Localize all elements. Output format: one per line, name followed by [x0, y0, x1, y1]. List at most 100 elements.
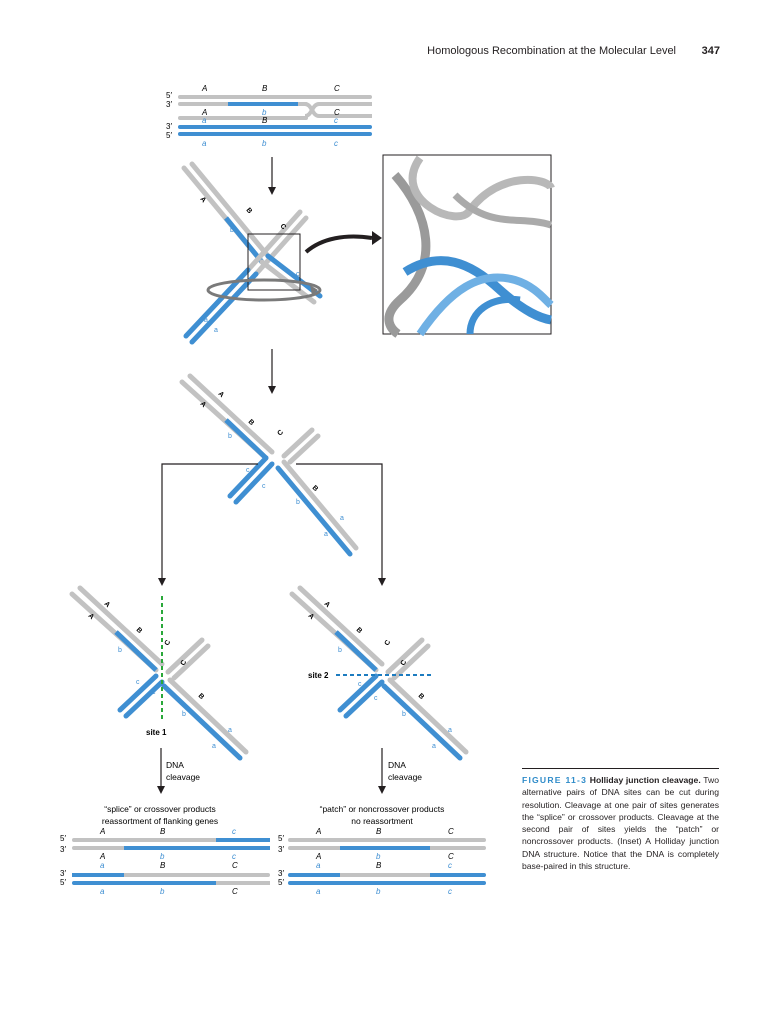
rotation-arrow	[206, 278, 322, 302]
svg-text:A: A	[217, 390, 226, 399]
inset-arrow	[304, 234, 373, 254]
svg-text:A: A	[323, 600, 332, 609]
splice-heading-1: “splice” or crossover products	[104, 804, 215, 814]
patch-products: 5′ 3′ A B C A b C a B c 3′ 5′ a b c	[278, 827, 486, 896]
cleavage-label-right-1: DNA	[388, 760, 406, 770]
svg-text:b: b	[376, 852, 381, 861]
branch-arrow-right	[296, 463, 386, 586]
gene-A-2: A	[201, 108, 207, 117]
svg-text:b: b	[118, 647, 122, 654]
gene-c-3: c	[334, 116, 338, 125]
svg-text:a: a	[324, 531, 328, 538]
gene-a-3: a	[202, 116, 207, 125]
svg-text:b: b	[160, 852, 165, 861]
gene-a-4: a	[202, 139, 207, 148]
svg-text:3′: 3′	[278, 845, 284, 854]
caption-rule	[522, 768, 719, 769]
label-3prime-bot: 3′	[166, 122, 172, 131]
svg-text:B: B	[160, 861, 166, 870]
label-5prime-bot: 5′	[166, 131, 172, 140]
cleavage-label-right-2: cleavage	[388, 772, 422, 782]
svg-text:A: A	[99, 827, 105, 836]
svg-text:b: b	[160, 887, 165, 896]
inset-molecular-view	[382, 154, 555, 338]
svg-text:C: C	[232, 887, 238, 896]
figure-caption: FIGURE 11-3 Holliday junction cleavage. …	[522, 774, 719, 872]
svg-text:c: c	[374, 695, 378, 702]
strand-bot-3	[178, 132, 372, 136]
strand-top-2-blue	[228, 102, 298, 106]
junction-site2: site 2 A A B C C b c c B b a a	[289, 585, 469, 761]
svg-text:3′: 3′	[278, 869, 284, 878]
label-3prime-top: 3′	[166, 100, 172, 109]
svg-text:a: a	[448, 727, 452, 734]
junction-open: A A B C b c c B b a a	[179, 373, 359, 557]
svg-text:a: a	[340, 515, 344, 522]
site2-label: site 2	[308, 671, 329, 680]
svg-text:a: a	[316, 861, 321, 870]
strand-bot-1	[178, 116, 308, 120]
svg-text:B: B	[160, 827, 166, 836]
inset-box	[247, 233, 301, 291]
svg-text:B: B	[311, 484, 320, 493]
strand-bot-2	[178, 125, 372, 129]
figure-number: FIGURE 11-3	[522, 775, 588, 785]
svg-text:b: b	[228, 433, 232, 440]
svg-text:B: B	[376, 861, 382, 870]
svg-text:A: A	[103, 600, 112, 609]
svg-text:c: c	[232, 852, 236, 861]
gene-B-3: B	[262, 116, 268, 125]
cleavage-label-left-1: DNA	[166, 760, 184, 770]
svg-text:B: B	[135, 626, 144, 635]
label-5prime-top: 5′	[166, 91, 172, 100]
svg-text:5′: 5′	[278, 878, 284, 887]
svg-text:C: C	[164, 639, 173, 647]
svg-text:a: a	[100, 887, 105, 896]
svg-text:B: B	[376, 827, 382, 836]
svg-text:5′: 5′	[60, 834, 66, 843]
svg-text:C: C	[448, 827, 454, 836]
svg-text:A: A	[315, 827, 321, 836]
svg-text:C: C	[448, 852, 454, 861]
branch-arrow-left	[158, 463, 258, 586]
gene-C: C	[334, 84, 340, 93]
junction-site1: site 1 A A B C C b c c B b a a	[69, 585, 249, 761]
svg-text:C: C	[400, 659, 409, 667]
crossover-gray-2	[304, 102, 372, 118]
svg-text:A: A	[198, 196, 207, 204]
figure-title: Holliday junction cleavage.	[589, 775, 701, 785]
svg-text:C: C	[276, 429, 285, 438]
junction-rotating: A B C b c a a	[181, 161, 323, 345]
svg-text:A: A	[87, 612, 96, 621]
svg-text:A: A	[199, 400, 208, 409]
svg-text:A: A	[307, 612, 316, 621]
svg-text:3′: 3′	[60, 869, 66, 878]
cleavage-label-left-2: cleavage	[166, 772, 200, 782]
svg-text:c: c	[262, 483, 266, 490]
page-number: 347	[701, 45, 720, 57]
svg-text:c: c	[296, 271, 300, 278]
svg-text:a: a	[432, 743, 436, 750]
gene-C-2: C	[334, 108, 340, 117]
svg-text:c: c	[246, 467, 250, 474]
gene-b-2: b	[262, 108, 267, 117]
gene-b-4: b	[262, 139, 267, 148]
svg-text:a: a	[228, 727, 232, 734]
svg-text:B: B	[417, 692, 426, 701]
svg-text:b: b	[376, 887, 381, 896]
caption-text: Two alternative pairs of DNA sites can b…	[522, 775, 720, 872]
svg-text:B: B	[244, 207, 253, 215]
svg-text:b: b	[338, 647, 342, 654]
svg-text:B: B	[197, 692, 206, 701]
strand-top-1	[178, 95, 372, 99]
svg-text:a: a	[212, 743, 216, 750]
patch-heading-2: no reassortment	[351, 816, 413, 826]
svg-text:c: c	[448, 887, 452, 896]
gene-B: B	[262, 84, 268, 93]
svg-text:5′: 5′	[278, 834, 284, 843]
svg-text:B: B	[247, 418, 256, 427]
svg-text:a: a	[214, 327, 218, 334]
gene-c-4: c	[334, 139, 338, 148]
svg-text:C: C	[278, 223, 287, 231]
